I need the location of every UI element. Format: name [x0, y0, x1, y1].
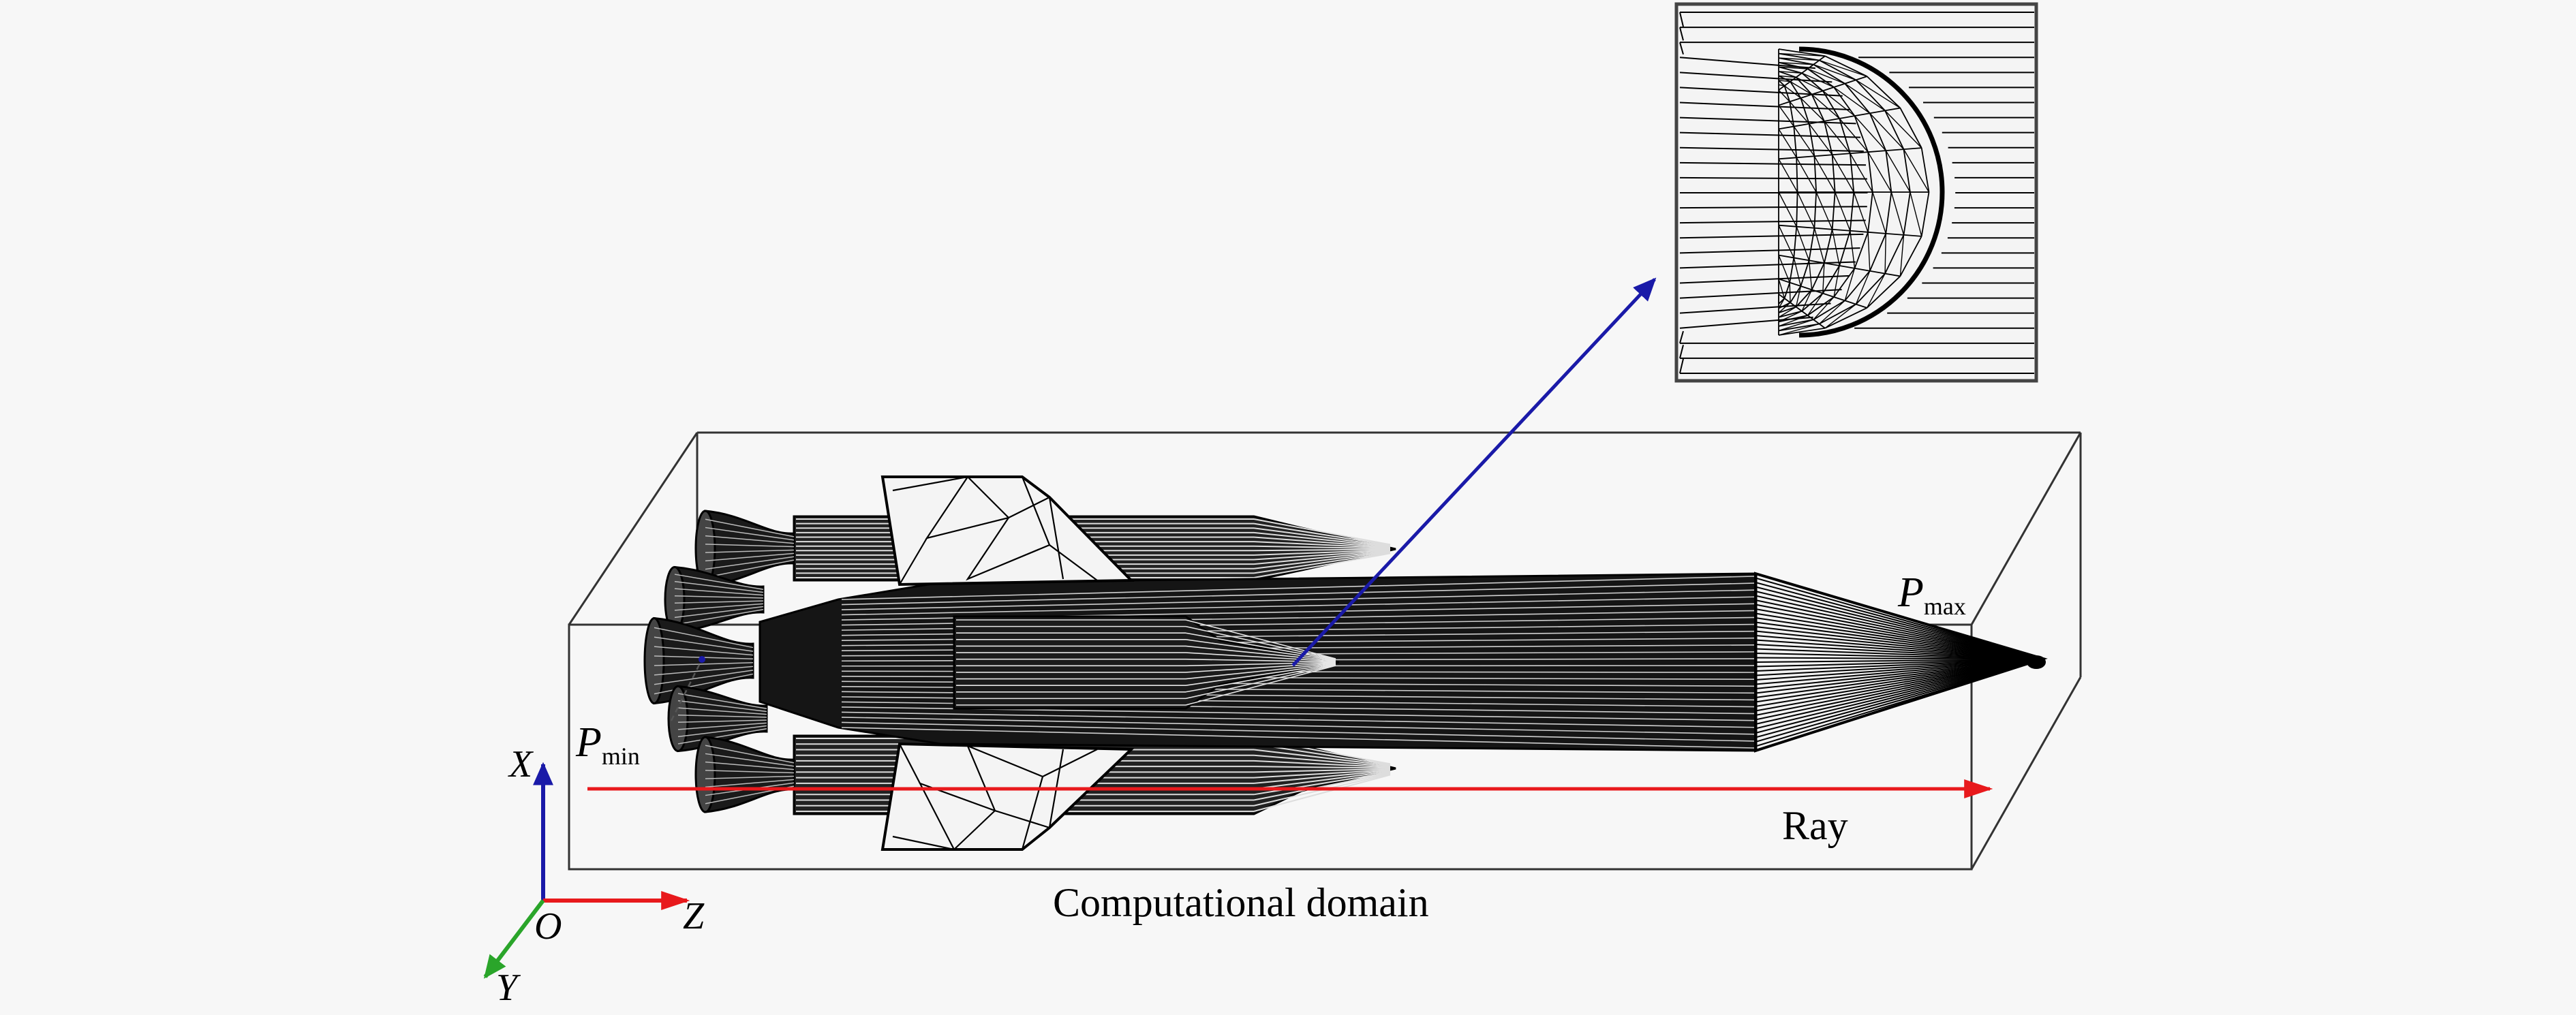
upper-fin	[880, 475, 1135, 587]
nozzle-upper	[694, 510, 795, 587]
domain-label: Computational domain	[1053, 880, 1429, 925]
inset-mesh-detail	[1674, 2, 2038, 383]
p-max-label: Pmax	[1897, 569, 1966, 620]
ray-label: Ray	[1782, 803, 1848, 848]
p-min-label: Pmin	[575, 719, 640, 770]
rocket-wireframe	[643, 475, 2048, 851]
nose-cone	[1754, 572, 2048, 753]
axis-x-label: X	[508, 743, 534, 785]
y-axis-arrow	[483, 899, 545, 979]
nozzle-upper-inner	[664, 565, 765, 634]
axis-y-label: Y	[496, 967, 521, 1009]
axis-z-label: Z	[683, 895, 705, 937]
nozzle-lower	[694, 736, 795, 813]
p-min-point	[699, 656, 705, 663]
inset-pointer-arrow	[1291, 277, 1657, 667]
coordinate-axes	[483, 762, 690, 979]
engine-nozzles	[643, 510, 795, 813]
origin-label: O	[534, 905, 562, 948]
p-min-pointer	[670, 659, 703, 721]
middle-booster	[953, 615, 1340, 710]
lower-fin	[880, 742, 1135, 851]
